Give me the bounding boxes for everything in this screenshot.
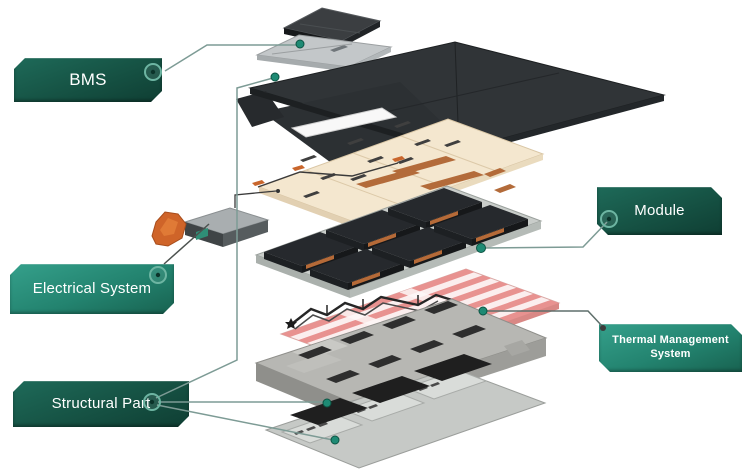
bms-label-text: BMS	[69, 70, 107, 90]
thermal-management-label-line2: System	[650, 348, 691, 360]
electrical-system-label-text: Electrical System	[32, 279, 152, 297]
structural-part-label-text: Structural Part	[51, 394, 151, 412]
bms-unit-cover	[282, 7, 382, 47]
tray-pads	[298, 301, 486, 383]
battery-modules	[254, 185, 543, 298]
module-label-text: Module	[634, 201, 685, 219]
electrical-box	[151, 189, 280, 247]
module-label: Module	[597, 187, 722, 235]
insulation-slots	[300, 121, 461, 198]
cover-service-slot	[290, 107, 398, 138]
thermal-management-label: Thermal Management System	[599, 324, 742, 372]
electrical-system-label: Electrical System	[10, 264, 174, 314]
bms-label: BMS	[14, 58, 162, 102]
thermal-management-label-line1: Thermal Management	[612, 334, 729, 347]
structural-part-label: Structural Part	[13, 381, 189, 427]
coolant-manifold	[285, 293, 453, 330]
